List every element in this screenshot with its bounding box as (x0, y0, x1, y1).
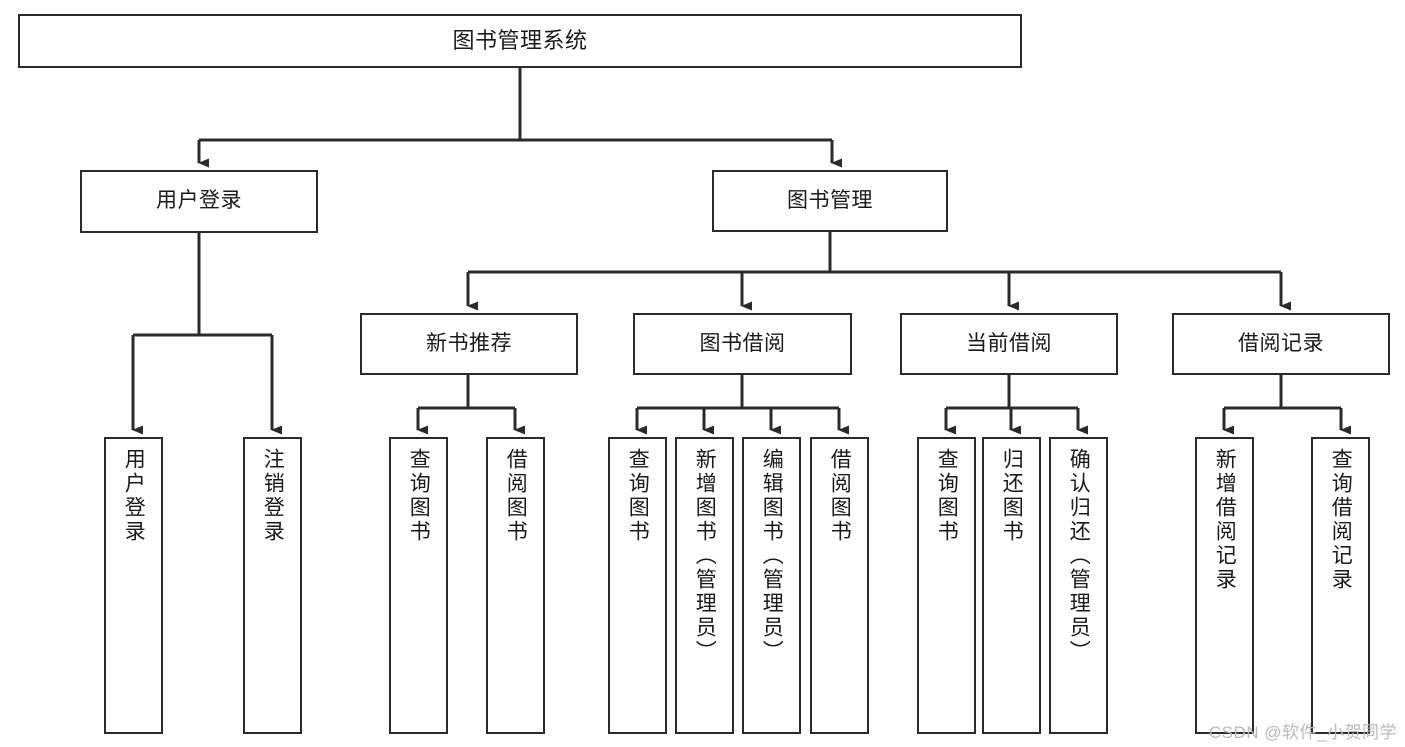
leaf-borrow-record-add[interactable]: 新增借阅记录 (1195, 437, 1254, 734)
node-label: 借阅图书 (828, 448, 852, 544)
node-user-login[interactable]: 用户登录 (80, 170, 318, 233)
node-label: 查询图书 (407, 448, 431, 544)
node-label: 归还图书 (1000, 448, 1024, 544)
node-current-borrow[interactable]: 当前借阅 (900, 313, 1118, 375)
node-label: 借阅记录 (1238, 331, 1324, 355)
node-label: 新增图书（管理员） (693, 448, 717, 664)
node-root-book-management-system[interactable]: 图书管理系统 (18, 14, 1022, 68)
node-label: 借阅图书 (504, 448, 528, 544)
leaf-current-borrow-return[interactable]: 归还图书 (982, 437, 1041, 734)
node-label: 新书推荐 (426, 331, 512, 355)
node-label: 图书管理系统 (452, 28, 588, 54)
watermark: CSDN @软件_小贺同学 (1208, 723, 1397, 742)
leaf-current-borrow-confirm-return[interactable]: 确认归还（管理员） (1049, 437, 1108, 734)
leaf-book-borrow-query[interactable]: 查询图书 (608, 437, 667, 734)
node-label: 查询图书 (626, 448, 650, 544)
leaf-user-login-logout[interactable]: 注销登录 (243, 437, 302, 734)
leaf-book-borrow-borrow[interactable]: 借阅图书 (810, 437, 869, 734)
node-book-borrow[interactable]: 图书借阅 (633, 313, 852, 375)
node-label: 注销登录 (261, 448, 285, 544)
node-label: 图书借阅 (699, 331, 786, 355)
node-label: 编辑图书（管理员） (760, 448, 784, 664)
node-borrow-record[interactable]: 借阅记录 (1172, 313, 1390, 375)
leaf-user-login-login[interactable]: 用户登录 (104, 437, 163, 734)
leaf-borrow-record-query[interactable]: 查询借阅记录 (1311, 437, 1370, 734)
node-label: 新增借阅记录 (1213, 448, 1237, 592)
leaf-new-book-borrow[interactable]: 借阅图书 (486, 437, 545, 734)
node-label: 当前借阅 (966, 331, 1052, 355)
node-label: 用户登录 (122, 448, 146, 544)
leaf-new-book-query[interactable]: 查询图书 (389, 437, 448, 734)
node-label: 查询借阅记录 (1329, 448, 1353, 592)
node-book-management[interactable]: 图书管理 (712, 170, 948, 232)
node-label: 用户登录 (156, 189, 242, 213)
node-label: 确认归还（管理员） (1067, 448, 1091, 664)
leaf-current-borrow-query[interactable]: 查询图书 (917, 437, 976, 734)
leaf-book-borrow-add[interactable]: 新增图书（管理员） (675, 437, 734, 734)
node-label: 查询图书 (935, 448, 959, 544)
node-new-book-recommend[interactable]: 新书推荐 (360, 313, 578, 375)
node-label: 图书管理 (787, 188, 873, 212)
leaf-book-borrow-edit[interactable]: 编辑图书（管理员） (742, 437, 801, 734)
